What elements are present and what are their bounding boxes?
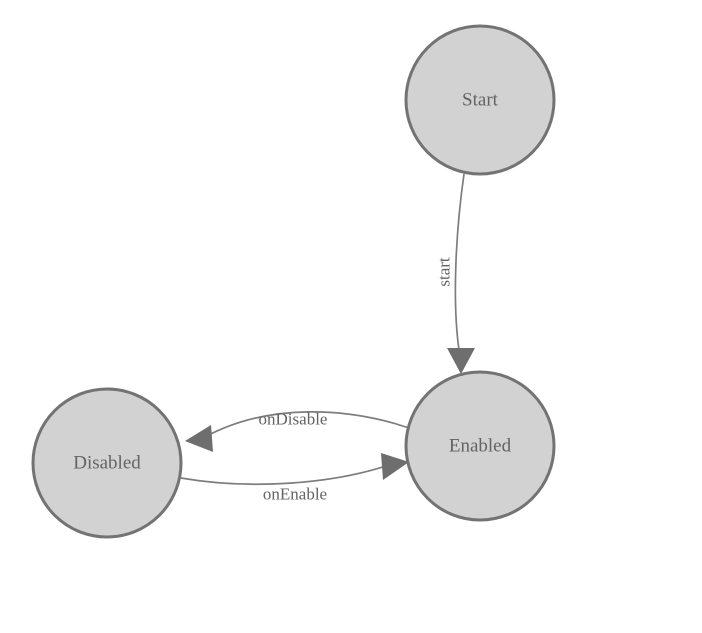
edge-disabled-to-enabled-arrowhead-icon — [381, 453, 409, 480]
state-node-enabled[interactable]: Enabled — [404, 370, 556, 522]
state-node-start[interactable]: Start — [404, 24, 556, 176]
edge-label-ondisable: onDisable — [259, 410, 328, 429]
state-node-start-circle — [404, 24, 556, 176]
state-node-disabled-circle — [31, 387, 183, 539]
edge-disabled-to-enabled-path — [180, 465, 387, 486]
edge-enabled-to-disabled-path — [204, 411, 410, 438]
edge-label-onenable: onEnable — [263, 485, 327, 504]
edge-enabled-to-disabled[interactable]: onDisable — [185, 410, 410, 453]
state-node-disabled[interactable]: Disabled — [31, 387, 183, 539]
state-node-start-label: Start — [462, 90, 499, 111]
edge-start-to-enabled[interactable]: start — [435, 173, 476, 374]
edge-start-to-enabled-path — [454, 173, 465, 351]
state-node-enabled-circle — [404, 370, 556, 522]
edge-disabled-to-enabled[interactable]: onEnable — [180, 453, 409, 504]
edge-start-to-enabled-arrowhead-icon — [447, 348, 475, 374]
state-node-disabled-label: Disabled — [73, 453, 141, 474]
edge-label-start: start — [435, 257, 454, 287]
edge-enabled-to-disabled-arrowhead-icon — [185, 425, 213, 452]
state-node-enabled-label: Enabled — [449, 436, 512, 457]
